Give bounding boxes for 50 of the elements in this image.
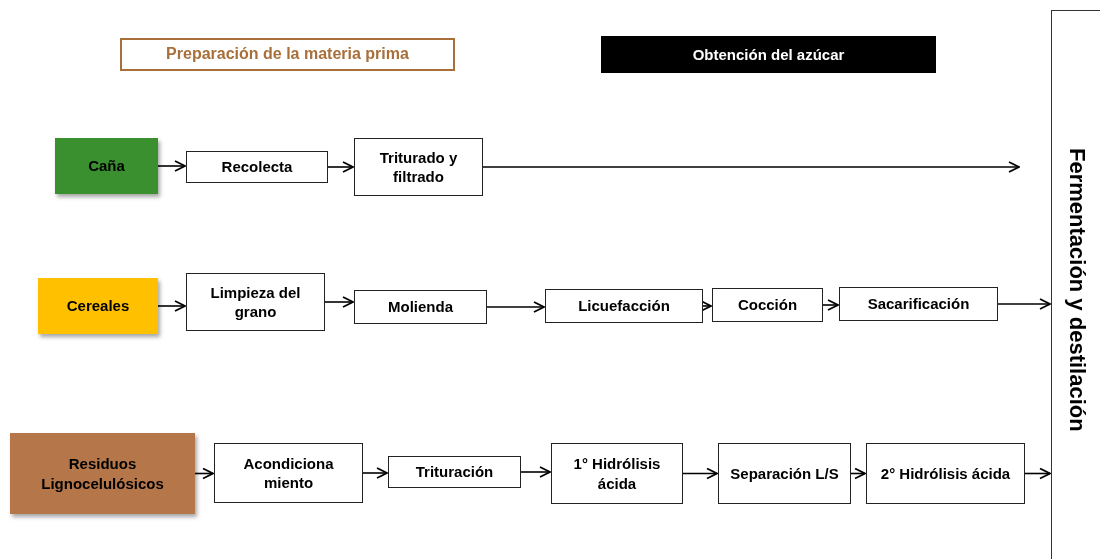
node-label: Molienda [388, 297, 453, 317]
process-box [1051, 10, 1100, 559]
source-box [38, 278, 158, 334]
node-label: Cocción [737, 295, 798, 315]
arrow [157, 300, 186, 312]
node-label: Sacarificación [867, 294, 970, 314]
node-label: 2° Hidrólisis ácida [880, 463, 1011, 484]
process-box [354, 138, 483, 196]
process-box [354, 290, 487, 324]
process-box [545, 289, 703, 323]
node-label: Separación L/S [730, 463, 839, 484]
process-box [388, 456, 521, 488]
node-label: Residuos Lignocelulósicos [40, 454, 165, 493]
source-box [10, 433, 195, 514]
node-label: Trituración [415, 462, 494, 482]
node-label: 1° Hidrólisis ácida [572, 454, 662, 493]
process-box [186, 151, 328, 183]
arrow [327, 161, 354, 173]
node-label: Cereales [66, 296, 130, 316]
node-label: Limpieza del grano [209, 282, 302, 322]
arrow [822, 299, 839, 311]
node-label: Obtención del azúcar [692, 44, 845, 65]
process-box [186, 273, 325, 331]
node-label: Caña [88, 156, 125, 176]
arrow [850, 467, 866, 480]
process-box [866, 443, 1025, 504]
node-label: Preparación de la materia prima [166, 44, 409, 65]
node-label: Licuefacción [578, 296, 670, 316]
section-header [601, 36, 936, 73]
arrow [482, 161, 1020, 173]
arrow [324, 296, 354, 308]
arrow [486, 301, 545, 313]
source-box [55, 138, 158, 194]
node-label: Fermentación y destilación [1064, 148, 1092, 432]
process-box [551, 443, 683, 504]
arrow [157, 160, 186, 172]
arrow [362, 467, 388, 479]
process-box [839, 287, 998, 321]
arrow [520, 466, 551, 478]
arrow [682, 467, 718, 480]
arrow [997, 298, 1051, 310]
section-header [120, 38, 455, 71]
process-box [214, 443, 363, 503]
arrow [1024, 467, 1051, 480]
process-box [718, 443, 851, 504]
process-box [712, 288, 823, 322]
node-label: Triturado y filtrado [378, 147, 459, 187]
arrow [194, 467, 214, 480]
node-label: Recolecta [221, 157, 293, 177]
node-label: Acondiciona miento [242, 453, 335, 493]
